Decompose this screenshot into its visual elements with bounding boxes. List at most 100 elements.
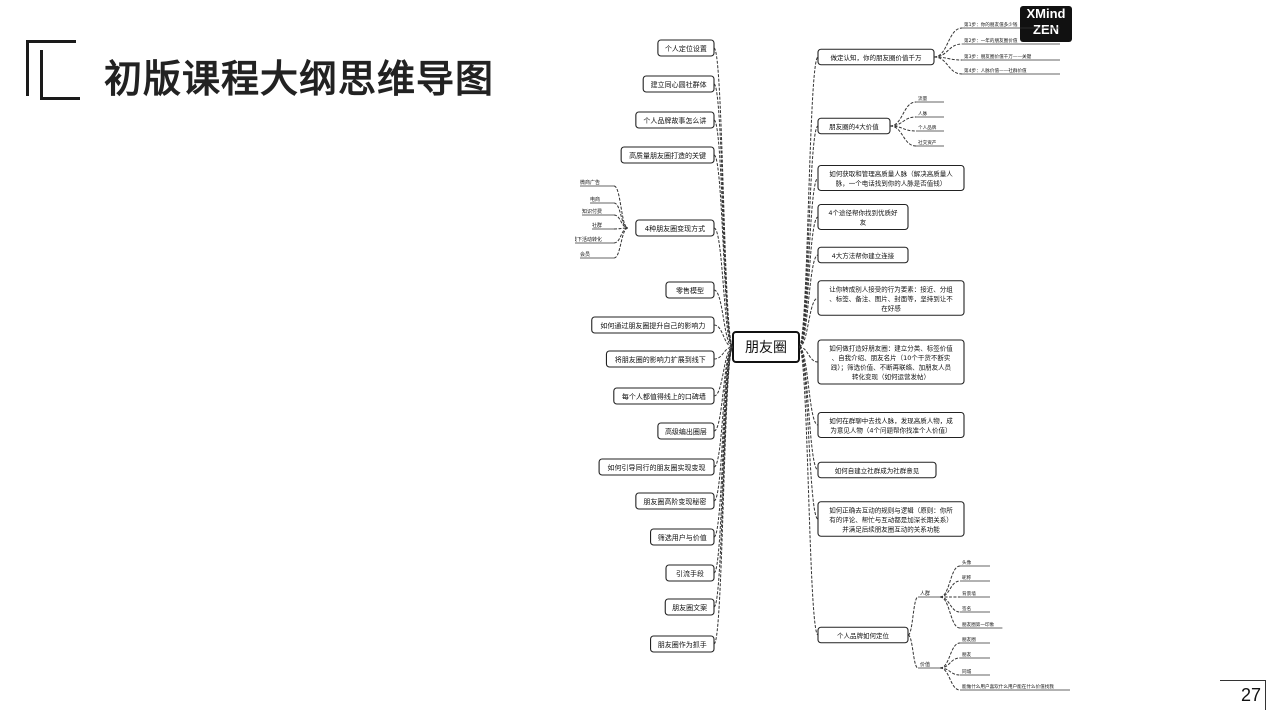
left-connector-8: [713, 346, 734, 397]
right-top-sub-1: 第2步：一年的朋友圈价值: [964, 37, 1018, 44]
right-node-9-box: [817, 501, 965, 537]
right-bottom-b-1: 昵称: [962, 574, 972, 581]
left-node-15-label: 朋友圈作为抓手: [658, 640, 707, 649]
left-node-1-label: 建立同心圆社群体: [651, 80, 707, 89]
right-node-4-label: 4大方法帮你建立连接: [832, 251, 895, 260]
title-mark: [26, 40, 80, 100]
left-connector-2: [713, 119, 734, 348]
right-bottom-b-6: 朋友: [962, 651, 972, 658]
right-node-6-label: 如何做打造好朋友圈：建立分类、标签价值: [829, 344, 953, 353]
slide-title: 初版课程大纲思维导图: [104, 57, 495, 101]
right-connector-9: [798, 346, 819, 520]
right-node-5-label: 让你转成别人接受的行为要素：接近、分组: [829, 284, 953, 293]
left-sub-node-0: 微商广告: [580, 179, 600, 186]
left-node-13-label: 引流手段: [676, 569, 704, 578]
rv-sub-connector-0: [889, 101, 917, 127]
left-connector-12: [713, 346, 734, 538]
rt-sub-connector-2: [933, 56, 963, 61]
right-bottom-b-2: 背景墙: [962, 590, 976, 597]
left-node-3-label: 高质量朋友圈打造的关键: [629, 151, 706, 160]
page-number: 27: [1220, 680, 1266, 710]
rt-sub-connector-0: [933, 27, 963, 58]
left-connector-15: [713, 346, 734, 645]
rb-b-connector-0: [939, 565, 961, 598]
left-connector-7: [713, 346, 734, 360]
right-node-9-label: 有的评论、帮忙与互动都是加深长期关系）: [829, 515, 953, 524]
left-node-10-label: 如何引导同行的朋友圈实现变现: [608, 463, 706, 472]
left-node-4-label: 4种朋友圈变现方式: [645, 224, 705, 233]
right-bottom-b-7: 同城: [962, 668, 972, 675]
right-connector-5: [798, 297, 819, 348]
logo-line-1: XMind: [1026, 6, 1066, 21]
left-connector-3: [713, 154, 734, 348]
right-connector-10: [798, 346, 819, 636]
right-node-2-label: 如何获取和管理高质量人脉（解决高质量人: [829, 169, 953, 178]
left-node-11-label: 朋友圈高阶变现秘密: [643, 497, 706, 506]
rb-b-connector-5: [939, 642, 961, 669]
right-connector-3: [798, 216, 819, 348]
left-sub-connector-4: [613, 227, 629, 244]
right-top-sub-3: 第4步：人脉价值——社群价值: [964, 67, 1027, 74]
title-mark-inner: [40, 50, 80, 100]
right-bottom-b-5: 朋友圈: [962, 636, 976, 643]
right-node-8-box: [817, 461, 937, 479]
rb-b-connector-1: [939, 580, 961, 598]
left-connector-5: [713, 289, 734, 348]
right-bottom-a-1: 价值: [920, 661, 930, 668]
right-bottom-b-3: 签名: [962, 605, 971, 612]
right-connector-7: [798, 346, 819, 426]
right-node-10-label: 个人品牌如何定位: [837, 631, 890, 640]
left-connector-13: [713, 346, 734, 574]
rb-b-connector-6: [939, 657, 961, 669]
logo-line-2: ZEN: [1033, 22, 1059, 37]
rv-sub-connector-1: [889, 116, 917, 127]
right-node-7-label: 为意见人物（4个问题帮你找准个人价值）: [830, 426, 951, 435]
right-connector-2: [798, 177, 819, 348]
right-bottom-b-8: 能做什么用户喜欢什么用户能在什么价值找我: [962, 683, 1054, 690]
left-sub-connector-2: [613, 214, 629, 229]
xmind-logo: XMind ZEN: [1020, 6, 1072, 42]
left-sub-node-1: 电商: [590, 196, 600, 203]
right-bottom-b-4: 朋友圈第一印象: [962, 621, 995, 628]
left-node-12-label: 筛选用户与价值: [658, 533, 707, 542]
right-connector-1: [798, 125, 819, 348]
rb-b-connector-8: [939, 667, 961, 691]
rb-b-connector-3: [939, 596, 961, 613]
left-sub-connector-5: [613, 227, 629, 259]
left-connector-6: [713, 324, 734, 348]
right-connector-6: [798, 346, 819, 363]
rt-sub-connector-1: [933, 43, 963, 58]
right-node-6-label: 践）；筛选价值、不断再联络、加朋友人员: [831, 363, 952, 372]
right-value-sub-1: 人脉: [918, 110, 928, 117]
left-sub-node-2: 知识付费: [582, 208, 602, 215]
right-value-sub-2: 个人品牌: [918, 124, 937, 131]
left-node-6-label: 如何通过朋友圈提升自己的影响力: [600, 321, 705, 330]
right-value-sub-0: 流量: [918, 95, 928, 102]
right-node-5-label: 在好感: [881, 303, 901, 312]
left-sub-connector-3: [613, 227, 629, 230]
left-connector-1: [713, 83, 734, 348]
rv-sub-connector-2: [889, 125, 917, 132]
right-node-8-label: 如何自建立社群成为社群意见: [835, 466, 920, 475]
right-node-9-label: 并满足后续朋友圈互动的关系功能: [842, 524, 940, 533]
left-sub-node-4: 线下活动转化: [575, 236, 602, 243]
right-connector-4: [798, 254, 819, 348]
center-node-label: 朋友圈: [745, 340, 787, 356]
rb-a-connector-0: [907, 596, 919, 636]
left-node-8-label: 每个人都值得线上的口碑墙: [622, 392, 706, 401]
right-node-6-label: 、自我介绍、朋友名片（10个干货不断实: [832, 353, 951, 362]
right-node-7-label: 如何在群聊中去找人脉，发现高质人物，成: [829, 416, 953, 425]
left-connector-10: [713, 346, 734, 468]
left-node-2-label: 个人品牌故事怎么讲: [643, 116, 706, 125]
rb-b-connector-7: [939, 667, 961, 676]
right-top-sub-0: 第1步：你的朋友值多少钱: [964, 21, 1018, 28]
rb-b-connector-4: [939, 596, 961, 629]
left-node-0-label: 个人定位设置: [665, 44, 707, 53]
right-node-9-label: 如何正确去互动的规则与逻辑（原则：你所: [829, 505, 953, 514]
right-node-0-label: 做定认知，你的朋友圈价值千万: [831, 53, 923, 62]
right-node-5-label: 、标签、备注、图片、封面等，坚持到让不: [829, 294, 953, 303]
right-connector-8: [798, 346, 819, 471]
right-node-3-label: 4个途径帮你找到优质好: [828, 208, 898, 217]
right-value-sub-3: 社交资产: [918, 139, 937, 146]
